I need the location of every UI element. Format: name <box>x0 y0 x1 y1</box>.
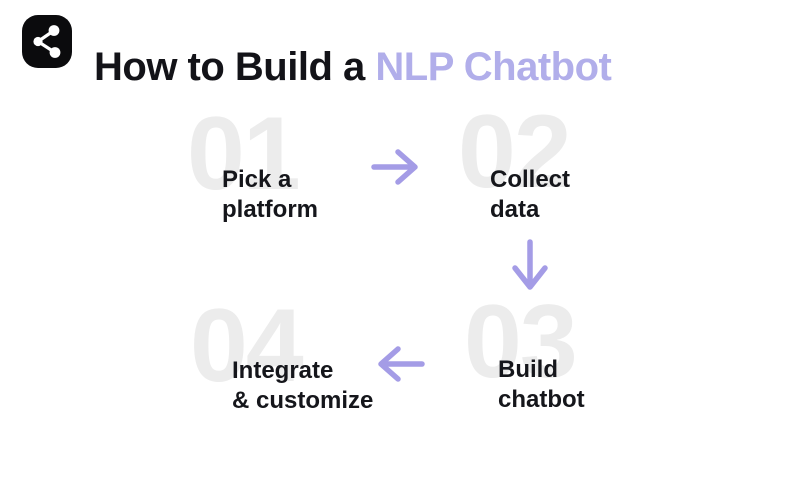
arrow-left-icon <box>378 346 425 382</box>
page-title: How to Build a NLP Chatbot <box>94 43 612 91</box>
share-network-icon <box>22 15 72 68</box>
step-label-line: Build <box>498 356 558 383</box>
arrow-right-icon <box>371 149 418 185</box>
step-label-build-chatbot: Build chatbot <box>498 355 585 415</box>
step-label-line: platform <box>222 196 318 223</box>
step-number-03: 03 <box>464 284 578 400</box>
step-number-02: 02 <box>458 94 572 210</box>
step-label-line: chatbot <box>498 386 585 413</box>
page-title-main: How to Build a <box>94 44 376 89</box>
step-label-integrate-customize: Integrate & customize <box>232 356 373 416</box>
step-label-line: Integrate <box>232 357 334 384</box>
arrow-down-icon <box>512 239 548 290</box>
step-label-line: & customize <box>232 387 374 414</box>
step-label-line: data <box>490 196 540 223</box>
step-label-line: Collect <box>490 166 571 193</box>
step-label-pick-a-platform: Pick a platform <box>222 165 318 225</box>
step-number-01: 01 <box>187 96 301 212</box>
step-label-line: Pick a <box>222 166 292 193</box>
step-number-04: 04 <box>190 288 304 404</box>
page-title-accent: NLP Chatbot <box>375 44 612 89</box>
step-label-collect-data: Collect data <box>490 165 570 225</box>
share-network-glyph <box>33 24 61 58</box>
